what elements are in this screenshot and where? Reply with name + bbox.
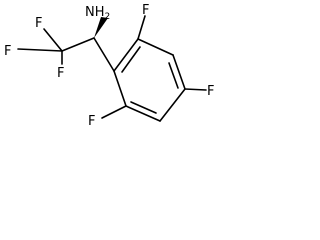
bond-ring-to-f-bottom	[101, 105, 127, 119]
bond-chiral-c-to-ring	[93, 37, 115, 72]
bond-ring-to-f-right	[184, 88, 207, 91]
ring-inner-double-bond-1	[121, 46, 141, 73]
bond-cf3-to-chiral-c	[61, 37, 95, 52]
bond-ring-to-f-top	[137, 15, 146, 40]
fluorine-ring-right: F	[207, 84, 214, 99]
fluorine-ring-bottom: F	[88, 114, 95, 129]
bond-cf3-c-to-f-top	[43, 28, 63, 52]
ring-bond-c2-c3	[137, 38, 174, 56]
ring-inner-double-bond-3	[130, 101, 157, 114]
ring-bond-c1-c2	[113, 38, 139, 72]
fluorine-cf3-top: F	[35, 16, 42, 31]
fluorine-cf3-bottom: F	[57, 66, 64, 81]
fluorine-ring-top: F	[142, 3, 149, 18]
bond-cf3-c-to-f-left	[17, 48, 63, 52]
wedge-bond-to-amine	[94, 17, 108, 38]
molecule-diagram: NH2 F F F F F F	[4, 3, 214, 129]
fluorine-cf3-left: F	[4, 44, 11, 59]
ring-bond-c4-c5	[159, 88, 186, 122]
ring-bond-c3-c4	[172, 54, 186, 90]
ring-inner-double-bond-2	[168, 62, 179, 89]
ring-bond-c5-c6	[125, 105, 161, 122]
ring-bond-c6-c1	[113, 70, 127, 107]
amine-label: NH2	[85, 5, 110, 22]
